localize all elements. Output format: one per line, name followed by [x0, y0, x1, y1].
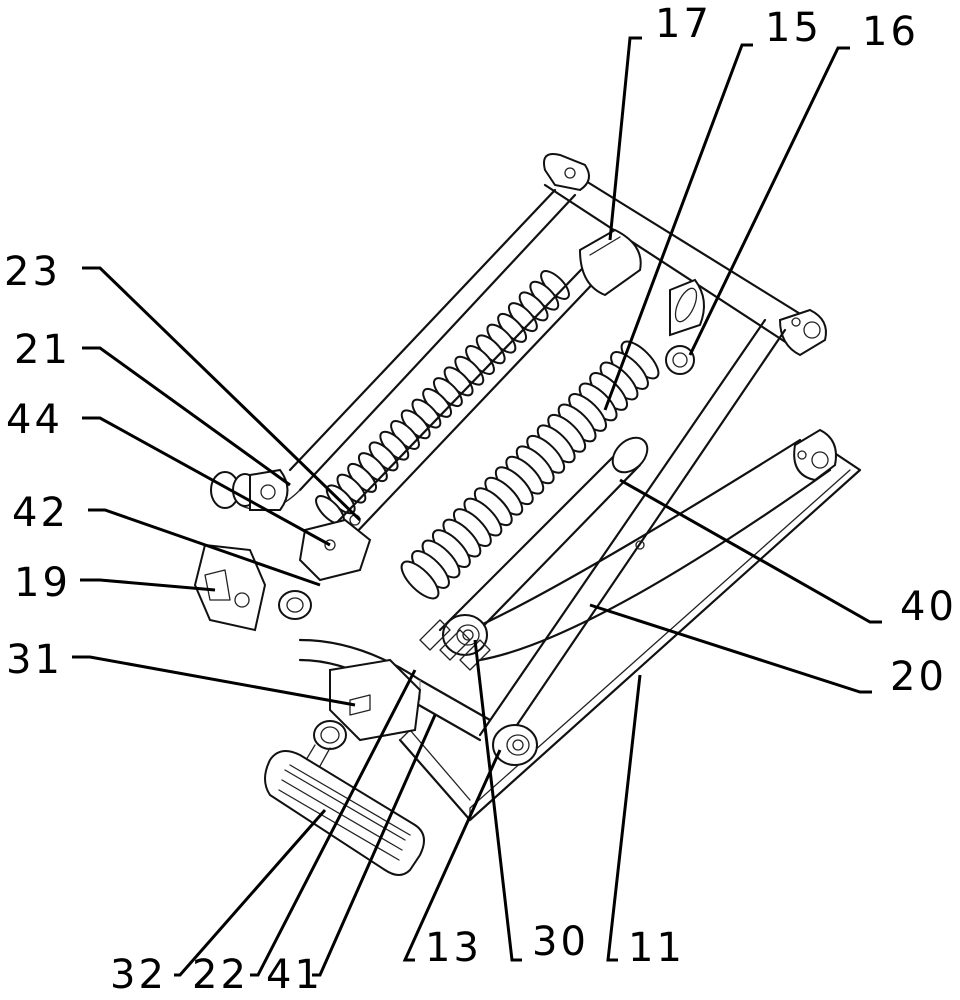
label-13: 13: [425, 925, 482, 971]
guide-rod: [318, 228, 642, 557]
coil-spring-front: [400, 340, 660, 600]
leader-line-23: [82, 266, 362, 522]
leader-line-15: [603, 43, 753, 411]
leader-line-31: [72, 655, 356, 707]
leader-line-19: [80, 578, 216, 592]
leader-line-21: [82, 346, 291, 487]
leader-line-44: [82, 416, 331, 547]
label-17: 17: [655, 1, 712, 47]
leader-line-30: [473, 639, 522, 962]
lower-link-arm: [468, 428, 837, 662]
label-30: 30: [532, 919, 589, 965]
gear-rack: [419, 619, 491, 671]
label-31: 31: [6, 637, 63, 683]
label-40: 40: [900, 584, 957, 630]
label-41: 41: [266, 952, 323, 998]
roller-lower: [492, 724, 538, 766]
gas-cylinder: [438, 436, 649, 652]
label-20: 20: [890, 654, 947, 700]
leader-line-40: [619, 478, 882, 624]
leader-line-20: [589, 603, 872, 694]
collar-bushing: [278, 590, 312, 620]
leader-lines: [72, 36, 882, 977]
label-23: 23: [4, 249, 61, 295]
shaft-housing: [298, 514, 372, 582]
spring-coil: [400, 560, 440, 600]
leader-line-42: [88, 508, 321, 587]
leader-line-32: [174, 809, 327, 977]
handle-bracket: [193, 543, 267, 632]
label-32: 32: [110, 952, 167, 998]
mounting-plate: [329, 658, 422, 742]
leader-line-41: [312, 714, 437, 977]
label-44: 44: [6, 397, 63, 443]
label-42: 42: [12, 490, 69, 536]
label-16: 16: [862, 9, 919, 55]
top-frame: [543, 153, 827, 357]
slot-bracket: [665, 278, 705, 375]
label-21: 21: [14, 327, 71, 373]
leader-line-22: [250, 669, 417, 977]
leader-line-16: [688, 46, 850, 356]
foot-pedal: [264, 750, 425, 876]
pedal-shaft: [299, 720, 347, 776]
label-11: 11: [628, 925, 685, 971]
leader-line-17: [608, 36, 642, 241]
scissor-bar: [478, 318, 787, 752]
label-22: 22: [192, 952, 249, 998]
leader-line-11: [606, 674, 642, 962]
label-15: 15: [765, 5, 822, 51]
leader-line-13: [402, 749, 502, 962]
label-19: 19: [14, 560, 71, 606]
